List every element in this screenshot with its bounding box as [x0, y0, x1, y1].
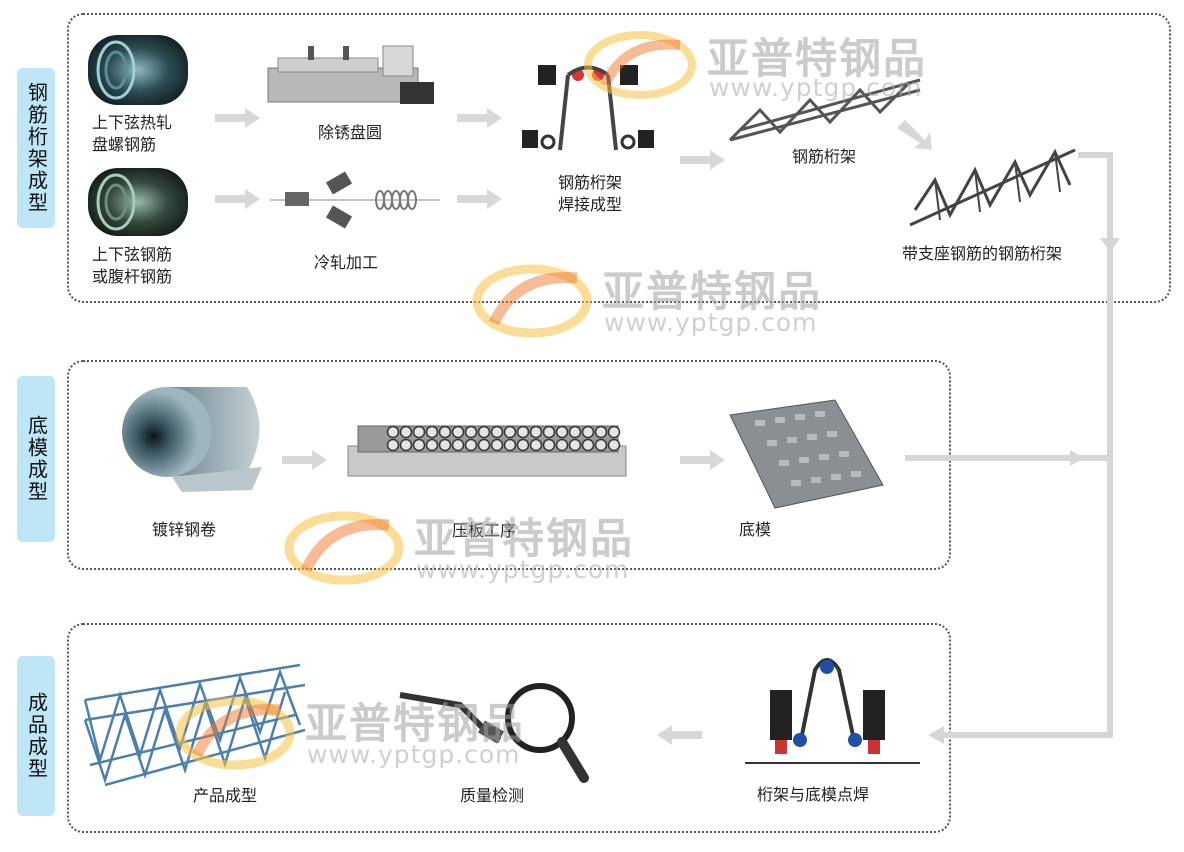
derust-machine-image: [267, 45, 434, 104]
caption-finished: 产品成型: [192, 786, 257, 805]
panel-mold: [67, 360, 951, 570]
steel-truss-image: [728, 78, 921, 142]
press-roller: [477, 438, 491, 452]
press-roller: [438, 425, 452, 439]
press-roller: [490, 425, 504, 439]
press-roller: [399, 425, 413, 439]
press-roller: [542, 438, 556, 452]
caption-press: 压板工序: [451, 521, 516, 540]
section-label-mold: 底模成型: [17, 376, 55, 542]
magnifier-icon: [399, 683, 589, 783]
press-roller: [412, 438, 426, 452]
press-roller: [425, 438, 439, 452]
caption-bottom-mold: 底模: [738, 520, 771, 539]
section-label-product: 成品成型: [17, 656, 55, 816]
press-roller: [451, 425, 465, 439]
caption-cold-roll: 冷轧加工: [313, 253, 378, 272]
truss-welding-image: [522, 65, 654, 151]
press-roller: [555, 438, 569, 452]
press-roller: [516, 438, 530, 452]
truss-with-support-image: [909, 148, 1076, 227]
press-roller: [503, 425, 517, 439]
rebar-coil-image-2: [88, 168, 188, 236]
press-roller: [555, 425, 569, 439]
press-roller: [386, 425, 400, 439]
caption-spot-weld: 桁架与底模点焊: [756, 785, 869, 804]
panel-product: [67, 623, 951, 833]
press-roller: [503, 438, 517, 452]
bottom-mold-image: [729, 399, 884, 509]
galvanized-coil-image: [122, 387, 262, 492]
press-roller: [516, 425, 530, 439]
panel-truss: [67, 13, 1171, 303]
press-roller: [438, 438, 452, 452]
press-roller: [594, 438, 608, 452]
press-roller: [529, 425, 543, 439]
press-roller: [386, 438, 400, 452]
caption-derust: 除锈盘圆: [317, 123, 382, 142]
press-roller: [451, 438, 465, 452]
press-roller: [568, 438, 582, 452]
cold-roll-image: [270, 171, 440, 229]
press-roller: [542, 425, 556, 439]
press-roller: [464, 438, 478, 452]
caption-weld-form: 钢筋桁架 焊接成型: [557, 173, 622, 214]
press-roller: [425, 425, 439, 439]
press-roller: [477, 425, 491, 439]
caption-truss: 钢筋桁架: [791, 147, 856, 166]
press-roller: [607, 425, 621, 439]
press-roller: [581, 425, 595, 439]
press-roller: [464, 425, 478, 439]
caption-chord-web: 上下弦钢筋 或腹杆钢筋: [92, 245, 173, 286]
rebar-coil-image: [88, 35, 188, 105]
press-roller: [568, 425, 582, 439]
press-roller: [399, 438, 413, 452]
finished-product-image: [83, 663, 306, 787]
press-roller: [490, 438, 504, 452]
section-label-truss: 钢筋桁架成型: [17, 68, 55, 228]
caption-truss-support: 带支座钢筋的钢筋桁架: [901, 244, 1062, 263]
press-line-image: [347, 425, 627, 477]
caption-chord-coil: 上下弦热轧 盘螺钢筋: [92, 113, 173, 154]
press-roller: [529, 438, 543, 452]
caption-inspect: 质量检测: [459, 786, 524, 805]
caption-galv-coil: 镀锌钢卷: [151, 520, 216, 539]
press-roller: [594, 425, 608, 439]
spot-weld-image: [745, 658, 920, 764]
press-roller: [607, 438, 621, 452]
press-roller: [412, 425, 426, 439]
press-roller: [581, 438, 595, 452]
